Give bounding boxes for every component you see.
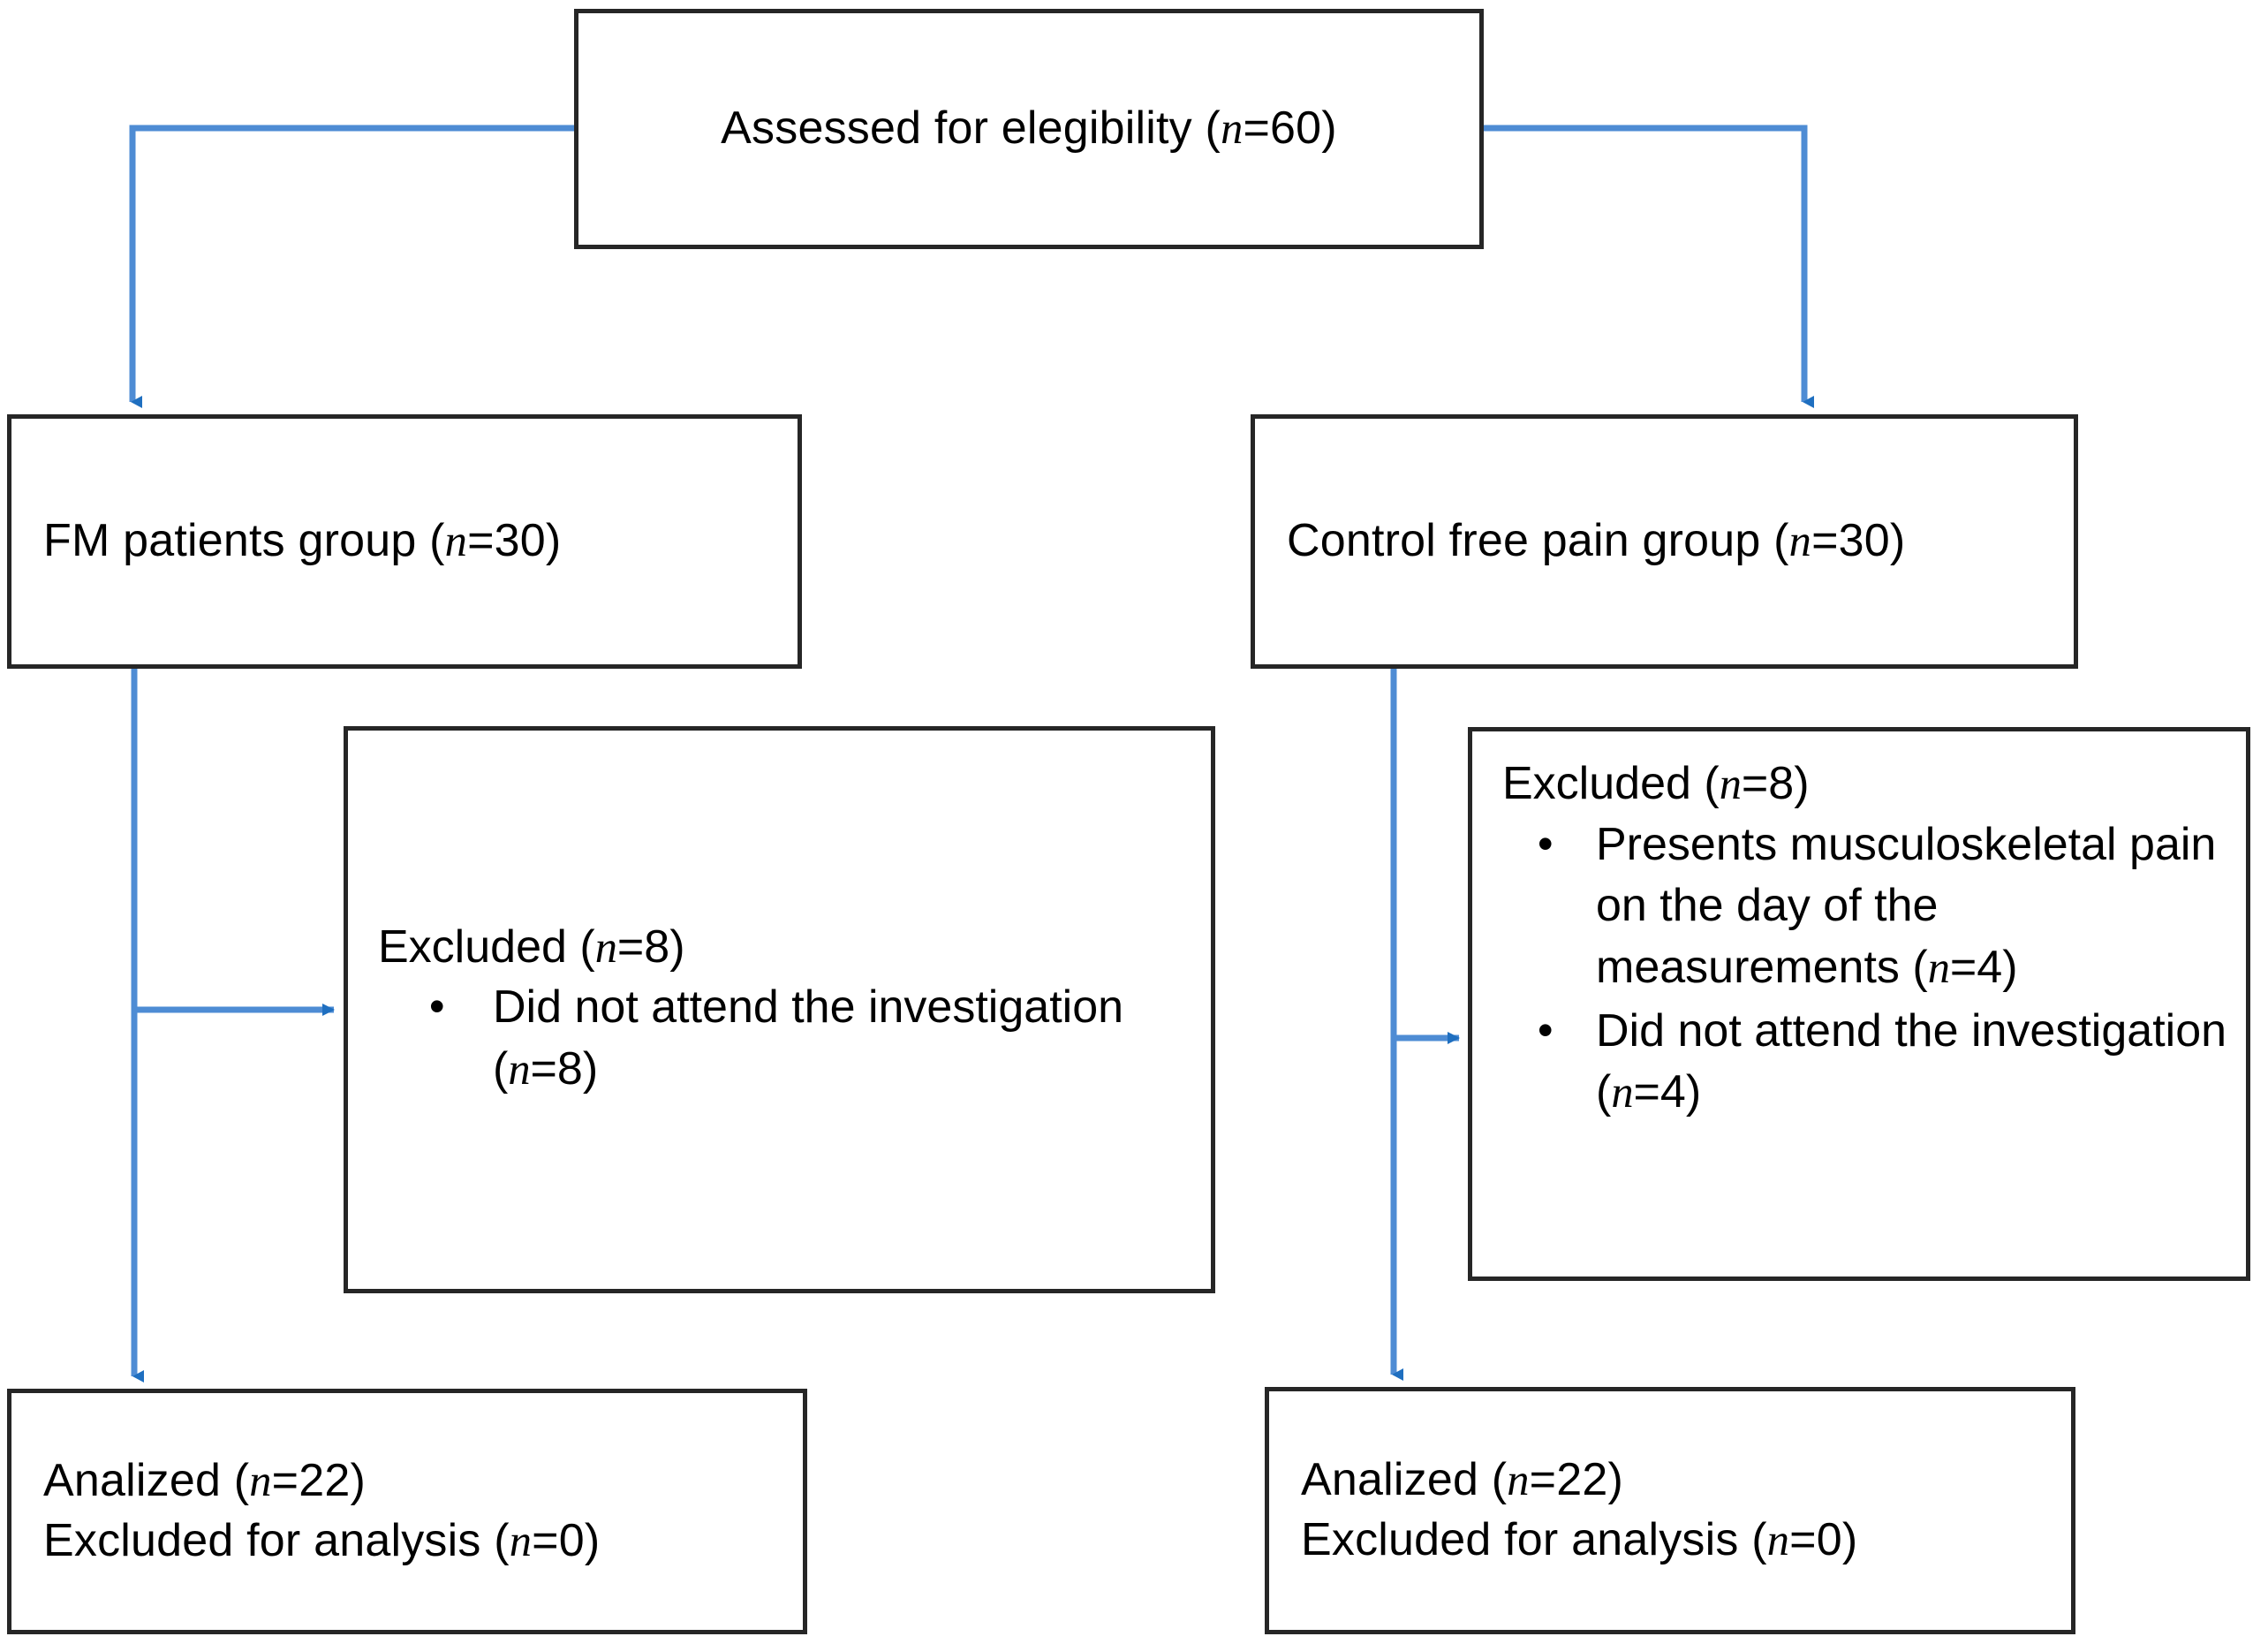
node-analized-fm: Analized (n=22) Excluded for analysis (n… [7, 1389, 807, 1634]
node-control-free-pain-group: Control free pain group (n=30) [1251, 414, 2078, 669]
excluded-fm-heading: Excluded (n=8) [378, 920, 685, 973]
bullet-item: Did not attend the investigation (n=8) [429, 977, 1181, 1100]
italic-n: n [444, 516, 468, 566]
italic-n: n [509, 1516, 533, 1565]
analized-control-line-1: Analized (n=22) [1301, 1454, 1623, 1506]
excluded-control-bullet-list: Presents musculoskeletal pain on the day… [1472, 814, 2246, 1125]
italic-n: n [1719, 759, 1742, 808]
italic-n: n [249, 1456, 272, 1506]
excluded-control-heading: Excluded (n=8) [1502, 758, 1810, 809]
bullet-item: Presents musculoskeletal pain on the day… [1538, 814, 2237, 999]
control-group-label: Control free pain group (n=30) [1287, 515, 1906, 567]
italic-n: n [594, 921, 617, 972]
italic-n: n [1611, 1067, 1634, 1117]
node-excluded-fm: Excluded (n=8) Did not attend the invest… [344, 726, 1215, 1293]
bullet-item: Did not attend the investigation (n=4) [1538, 1001, 2237, 1124]
node-analized-control: Analized (n=22) Excluded for analysis (n… [1265, 1387, 2075, 1634]
italic-n: n [1221, 103, 1244, 154]
italic-n: n [1766, 1515, 1790, 1564]
assessed-label: Assessed for elegibility (n=60) [721, 102, 1337, 155]
node-assessed-for-eligibility: Assessed for elegibility (n=60) [574, 9, 1484, 249]
italic-n: n [1927, 942, 1950, 992]
analized-control-line-2: Excluded for analysis (n=0) [1301, 1514, 1858, 1565]
edge-assessed-to-control [1484, 125, 1814, 408]
node-excluded-control: Excluded (n=8) Presents musculoskeletal … [1468, 727, 2250, 1281]
fm-group-label: FM patients group (n=30) [43, 515, 562, 567]
node-fm-patients-group: FM patients group (n=30) [7, 414, 802, 669]
italic-n: n [1507, 1455, 1530, 1505]
excluded-fm-bullet-list: Did not attend the investigation (n=8) [348, 977, 1211, 1102]
edge-assessed-to-fm [129, 125, 574, 408]
analized-fm-line-1: Analized (n=22) [43, 1455, 366, 1507]
italic-n: n [508, 1043, 531, 1094]
analized-fm-line-2: Excluded for analysis (n=0) [43, 1515, 601, 1566]
italic-n: n [1788, 516, 1812, 566]
